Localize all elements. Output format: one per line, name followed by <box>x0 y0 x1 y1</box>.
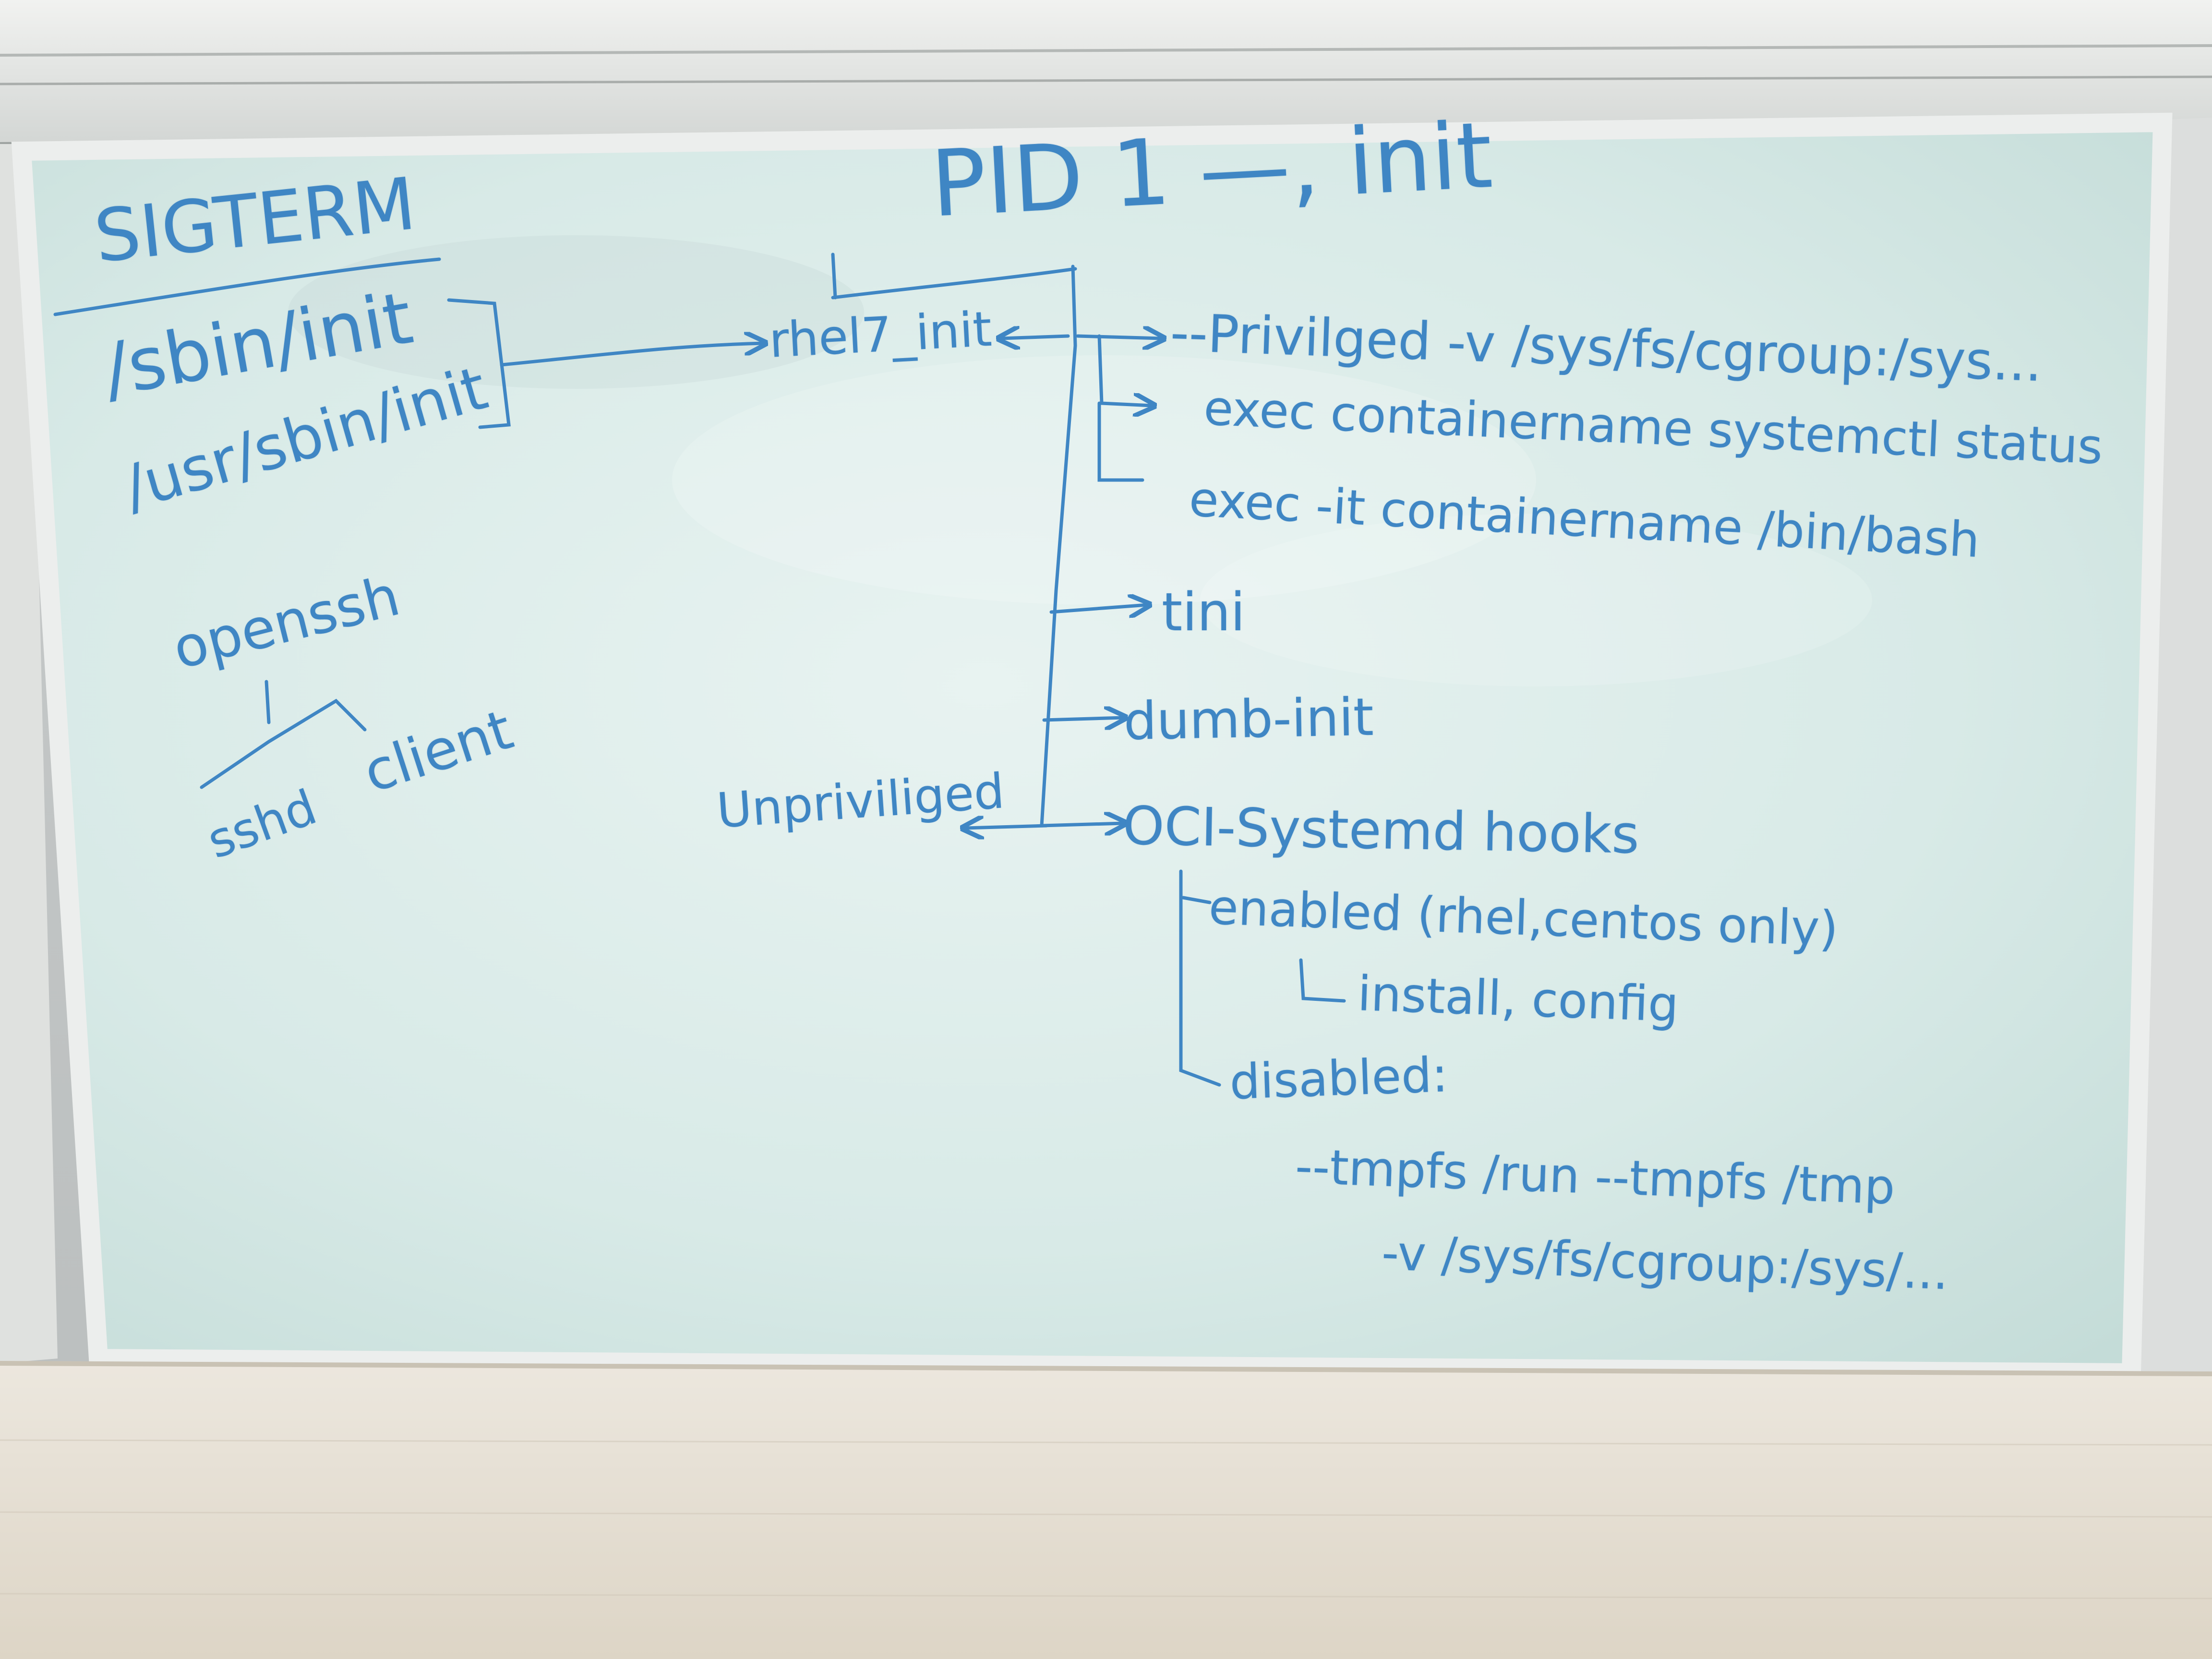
oci-systemd-hooks-label: OCI-Systemd hooks <box>1122 795 1640 866</box>
rhel7-init-label: rhel7_init <box>768 301 993 369</box>
install-config-label: install, config <box>1357 965 1680 1033</box>
pid1-init-title: PID 1 —, init <box>928 102 1495 238</box>
dumb-init-label: dumb-init <box>1123 687 1374 752</box>
left-frame <box>0 144 58 1363</box>
disabled-label: disabled: <box>1228 1046 1449 1110</box>
marker-strokes <box>53 252 1346 1087</box>
tini-label: tini <box>1162 581 1245 643</box>
desk-surface <box>0 1361 2212 1659</box>
